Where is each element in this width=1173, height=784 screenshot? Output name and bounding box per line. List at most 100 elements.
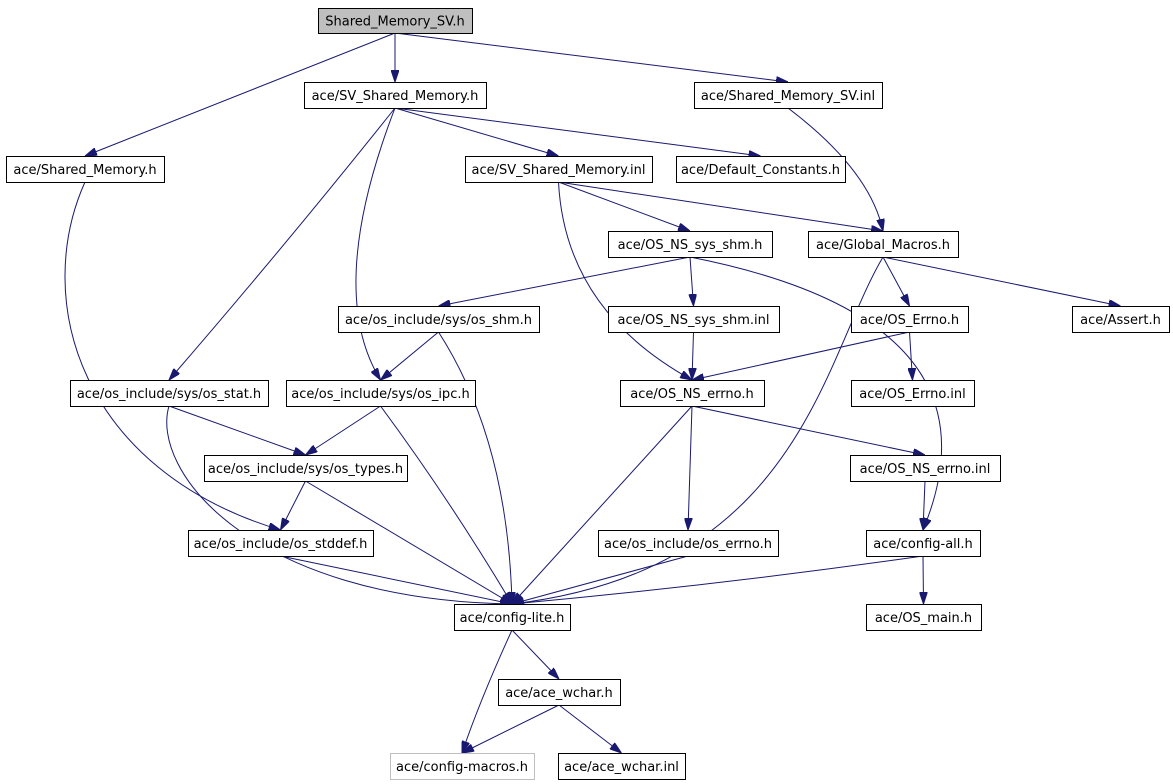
- edge-sv_shared_memory_h-to-sv_shared_memory_inl: [394, 107, 559, 156]
- node-label: ace/OS_NS_errno.inl: [860, 462, 991, 477]
- node-box[interactable]: [598, 530, 779, 557]
- node-label: ace/config-all.h: [873, 537, 973, 552]
- node-label: ace/os_include/sys/os_stat.h: [77, 387, 261, 402]
- node-label: ace/ace_wchar.h: [505, 686, 613, 701]
- node-label: ace/OS_NS_errno.h: [630, 387, 754, 402]
- node-os_include_os_errno_h[interactable]: ace/os_include/os_errno.h: [598, 530, 779, 557]
- edge-global_macros_h-to-assert_h: [882, 256, 1121, 306]
- node-os_errno_inl[interactable]: ace/OS_Errno.inl: [851, 380, 975, 407]
- node-box[interactable]: [70, 380, 269, 407]
- node-label: ace/OS_Errno.h: [860, 313, 959, 328]
- node-config_macros_h[interactable]: ace/config-macros.h: [390, 753, 535, 780]
- node-config_all_h[interactable]: ace/config-all.h: [866, 530, 981, 557]
- node-box[interactable]: [204, 455, 408, 482]
- node-label: ace/OS_NS_sys_shm.h: [618, 238, 763, 253]
- node-label: ace/Assert.h: [1080, 313, 1161, 328]
- node-config_lite_h[interactable]: ace/config-lite.h: [454, 604, 571, 631]
- node-box[interactable]: [608, 231, 773, 258]
- node-os_types_h[interactable]: ace/os_include/sys/os_types.h: [204, 455, 408, 482]
- node-ace_wchar_h[interactable]: ace/ace_wchar.h: [498, 679, 621, 706]
- edge-sv_shared_memory_h-to-os_stat_h: [169, 107, 396, 380]
- node-label: ace/os_include/sys/os_shm.h: [345, 313, 532, 328]
- node-box[interactable]: [390, 753, 535, 780]
- node-label: ace/config-macros.h: [396, 760, 528, 775]
- edge-os_ns_errno_h-to-os_ns_errno_inl: [691, 405, 925, 455]
- edge-os_ipc_h-to-config_lite_h: [380, 405, 513, 604]
- edge-os_ns_errno_inl-to-config_all_h: [923, 480, 925, 530]
- node-os_stddef_h[interactable]: ace/os_include/os_stddef.h: [188, 530, 374, 557]
- node-box[interactable]: [188, 530, 374, 557]
- nodes-layer: Shared_Memory_SV.h ace/SV_Shared_Memory.h…: [6, 8, 1170, 780]
- node-os_errno_h[interactable]: ace/OS_Errno.h: [851, 306, 969, 333]
- node-box[interactable]: [304, 82, 487, 109]
- edge-os_stat_h-to-os_types_h: [168, 405, 306, 455]
- node-label: ace/os_include/os_errno.h: [604, 537, 772, 552]
- edge-config_lite_h-to-config_macros_h: [462, 629, 513, 753]
- edge-ace_wchar_h-to-ace_wchar_inl: [558, 704, 622, 753]
- node-box[interactable]: [608, 306, 780, 333]
- node-shared_memory_h[interactable]: ace/Shared_Memory.h: [6, 156, 165, 183]
- node-label: ace/SV_Shared_Memory.h: [312, 89, 479, 104]
- node-box[interactable]: [1072, 306, 1170, 333]
- node-box[interactable]: [866, 530, 981, 557]
- node-shared_memory_sv_inl[interactable]: ace/Shared_Memory_SV.inl: [694, 82, 883, 109]
- edge-os_shm_h-to-os_ipc_h: [381, 331, 439, 380]
- node-os_main_h[interactable]: ace/OS_main.h: [866, 604, 982, 631]
- node-sv_shared_memory_h[interactable]: ace/SV_Shared_Memory.h: [304, 82, 487, 109]
- edge-os_include_os_errno_h-to-config_lite_h: [512, 555, 689, 604]
- node-box[interactable]: [338, 306, 540, 333]
- node-box[interactable]: [454, 604, 571, 631]
- edge-config_all_h-to-os_main_h: [923, 555, 924, 604]
- node-label: ace/os_include/os_stddef.h: [194, 537, 368, 552]
- node-box[interactable]: [286, 380, 476, 407]
- node-box[interactable]: [676, 156, 846, 183]
- node-os_ns_sys_shm_inl[interactable]: ace/OS_NS_sys_shm.inl: [608, 306, 780, 333]
- edge-shared_memory_sv_inl-to-global_macros_h: [787, 107, 883, 231]
- node-default_constants_h[interactable]: ace/Default_Constants.h: [676, 156, 846, 183]
- node-shared_memory_sv_h[interactable]: Shared_Memory_SV.h: [318, 8, 473, 34]
- node-label: ace/os_include/sys/os_types.h: [208, 462, 403, 477]
- node-ace_wchar_inl[interactable]: ace/ace_wchar.inl: [558, 753, 686, 780]
- node-os_ns_errno_inl[interactable]: ace/OS_NS_errno.inl: [850, 455, 1001, 482]
- edge-sv_shared_memory_inl-to-os_ns_errno_h: [558, 181, 693, 380]
- node-box[interactable]: [851, 306, 969, 333]
- node-box[interactable]: [620, 380, 765, 407]
- node-box[interactable]: [318, 8, 473, 34]
- edge-os_ns_errno_h-to-config_lite_h: [512, 405, 693, 604]
- edge-os_errno_h-to-os_ns_errno_h: [692, 331, 910, 380]
- node-os_ipc_h[interactable]: ace/os_include/sys/os_ipc.h: [286, 380, 476, 407]
- node-os_ns_errno_h[interactable]: ace/OS_NS_errno.h: [620, 380, 765, 407]
- edge-sv_shared_memory_inl-to-os_ns_sys_shm_h: [558, 181, 691, 231]
- node-box[interactable]: [465, 156, 653, 183]
- edge-os_ipc_h-to-os_types_h: [306, 405, 381, 455]
- node-os_shm_h[interactable]: ace/os_include/sys/os_shm.h: [338, 306, 540, 333]
- node-box[interactable]: [808, 231, 959, 258]
- edge-global_macros_h-to-config_lite_h: [512, 256, 884, 604]
- node-label: ace/Shared_Memory_SV.inl: [701, 89, 875, 104]
- node-label: ace/SV_Shared_Memory.inl: [471, 163, 645, 178]
- node-box[interactable]: [851, 380, 975, 407]
- node-box[interactable]: [850, 455, 1001, 482]
- edge-sv_shared_memory_inl-to-global_macros_h: [558, 181, 884, 231]
- edge-os_types_h-to-config_lite_h: [305, 480, 513, 604]
- node-label: ace/OS_Errno.inl: [859, 387, 965, 402]
- node-label: ace/config-lite.h: [460, 611, 565, 626]
- node-global_macros_h[interactable]: ace/Global_Macros.h: [808, 231, 959, 258]
- node-sv_shared_memory_inl[interactable]: ace/SV_Shared_Memory.inl: [465, 156, 653, 183]
- node-os_ns_sys_shm_h[interactable]: ace/OS_NS_sys_shm.h: [608, 231, 773, 258]
- node-box[interactable]: [694, 82, 883, 109]
- node-label: ace/Global_Macros.h: [816, 238, 950, 253]
- edge-os_types_h-to-os_stddef_h: [281, 480, 306, 530]
- node-box[interactable]: [498, 679, 621, 706]
- node-box[interactable]: [6, 156, 165, 183]
- edge-os_ns_sys_shm_h-to-os_ns_sys_shm_inl: [690, 256, 694, 306]
- node-label: ace/os_include/sys/os_ipc.h: [291, 387, 469, 402]
- edge-config_all_h-to-config_lite_h: [512, 555, 924, 604]
- node-os_stat_h[interactable]: ace/os_include/sys/os_stat.h: [70, 380, 269, 407]
- node-label: ace/Shared_Memory.h: [13, 163, 156, 178]
- node-box[interactable]: [558, 753, 686, 780]
- node-box[interactable]: [866, 604, 982, 631]
- node-assert_h[interactable]: ace/Assert.h: [1072, 306, 1170, 333]
- edge-os_ns_errno_h-to-os_include_os_errno_h: [688, 405, 693, 530]
